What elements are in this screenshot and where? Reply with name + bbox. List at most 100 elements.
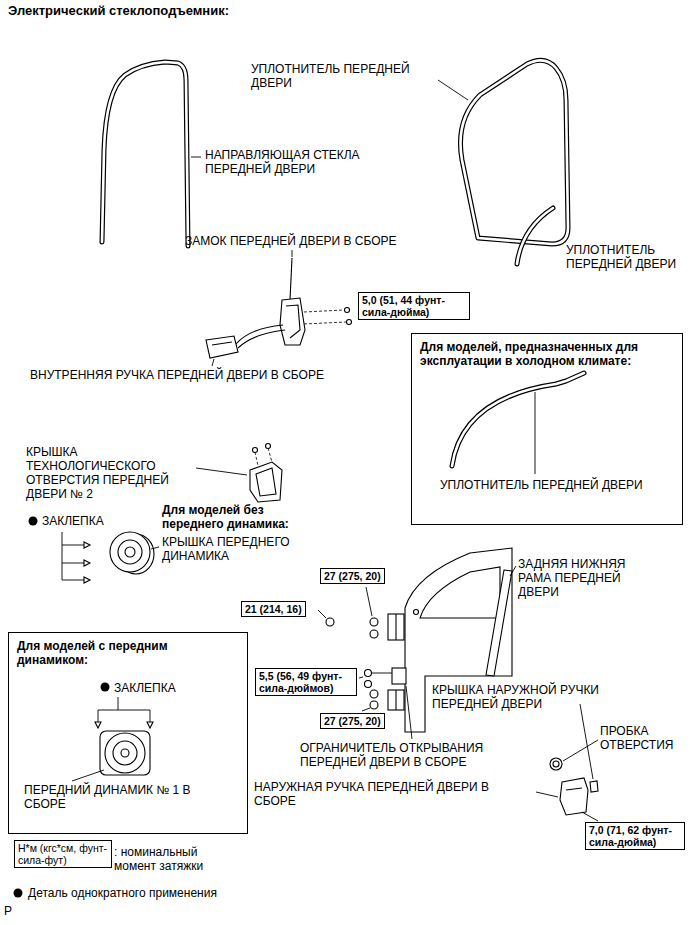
part-label: КРЫШКА ТЕХНОЛОГИЧЕСКОГО ОТВЕРСТИЯ ПЕРЕДН…	[26, 445, 194, 501]
outside-handle-part	[582, 812, 598, 821]
label-wrap: ЗАДНЯЯ НИЖНЯЯ РАМА ПЕРЕДНЕЙ ДВЕРИ	[518, 557, 658, 599]
label-wrap: УПЛОТНИТЕЛЬ ПЕРЕДНЕЙ ДВЕРИ	[251, 62, 446, 90]
part-label: НАРУЖНАЯ РУЧКА ПЕРЕДНЕЙ ДВЕРИ В СБОРЕ	[254, 780, 534, 808]
door-weatherstrip-part	[460, 60, 568, 244]
part-label: ВНУТРЕННЯЯ РУЧКА ПЕРЕДНЕЙ ДВЕРИ В СБОРЕ	[30, 368, 330, 382]
inside-handle	[206, 336, 238, 366]
front-speaker-part	[100, 731, 150, 775]
hinges-and-bolts-part	[370, 701, 378, 709]
outside-handle-part	[550, 758, 562, 770]
service-hole-cover-part	[196, 468, 247, 475]
speaker-cover-part	[62, 580, 84, 581]
service-hole-cover-part	[266, 444, 271, 449]
label-wrap: КРЫШКА НАРУЖНОЙ РУЧКИ ПЕРЕДНЕЙ ДВЕРИ	[432, 683, 637, 711]
front-speaker-part	[150, 710, 151, 722]
torque-box: Н*м (кгс*см, фунт-сила-фут)	[14, 840, 112, 868]
figure-code: P	[4, 904, 24, 918]
legend-row: Деталь однократного применения	[10, 886, 310, 900]
rivet-bullets-part	[101, 683, 110, 692]
hinges-and-bolts-part	[370, 690, 378, 698]
label-wrap: НАПРАВЛЯЮЩАЯ СТЕКЛА ПЕРЕДНЕЙ ДВЕРИ	[205, 148, 395, 176]
hinges-and-bolts-part	[388, 690, 404, 710]
title-wrap: Электрический стеклоподъемник:	[8, 4, 408, 18]
service-hole-cover	[196, 444, 282, 503]
hinges-and-bolts-part	[395, 690, 396, 710]
service-hole-cover-part	[268, 448, 272, 462]
front-speaker	[72, 697, 153, 781]
part-label: КРЫШКА НАРУЖНОЙ РУЧКИ ПЕРЕДНЕЙ ДВЕРИ	[432, 683, 637, 711]
part-label: НАПРАВЛЯЮЩАЯ СТЕКЛА ПЕРЕДНЕЙ ДВЕРИ	[205, 148, 395, 176]
torque-box: 27 (275, 20)	[320, 713, 385, 729]
label-wrap: КРЫШКА ПЕРЕДНЕГО ДИНАМИКА	[162, 535, 307, 563]
part-label: ПЕРЕДНИЙ ДИНАМИК № 1 В СБОРЕ	[24, 783, 214, 811]
front-door-panel-part	[420, 567, 500, 618]
panel-heading: Для моделей с передним динамиком:	[17, 639, 217, 667]
hinges-and-bolts-part	[370, 630, 378, 638]
label-wrap: УПЛОТНИТЕЛЬ ПЕРЕДНЕЙ ДВЕРИ	[566, 243, 684, 271]
torque-value: 27 (275, 20)	[324, 715, 381, 727]
unit-text: Н*м (кгс*см, фунт-сила-фут)	[18, 842, 108, 866]
hinges-and-bolts-part	[406, 686, 412, 739]
door-lock-assembly-part	[345, 308, 350, 313]
front-door-panel-part	[414, 610, 419, 615]
hinges-and-bolts-part	[365, 670, 372, 677]
hinges-and-bolts-part	[362, 708, 370, 711]
part-label: ЗАКЛЕПКА	[114, 681, 234, 695]
part-label: ОГРАНИЧИТЕЛЬ ОТКРЫВАНИЯ ПЕРЕДНЕЙ ДВЕРИ В…	[300, 741, 550, 769]
torque-box: 5,0 (51, 44 фунт-сила-дюйма)	[358, 292, 470, 320]
speaker-cover-part	[110, 532, 150, 572]
service-hole-cover-part	[250, 462, 282, 502]
hinges-and-bolts	[318, 587, 412, 739]
outside-handle-part	[563, 740, 598, 761]
label-wrap: : номинальный момент затяжки	[114, 845, 239, 873]
torque-box: 21 (214, 16)	[241, 601, 306, 617]
cold-climate-weatherstrip	[452, 373, 584, 474]
outside-handle-part	[590, 781, 598, 792]
torque-value: 27 (275, 20)	[324, 570, 381, 582]
door-lock-assembly-part	[290, 258, 292, 300]
hinges-and-bolts-part	[395, 614, 396, 640]
torque-box: 27 (275, 20)	[320, 568, 385, 584]
outside-handle-part	[560, 778, 588, 815]
part-label: ПРОБКА ОТВЕРСТИЯ	[600, 724, 686, 752]
inside-handle-part	[212, 342, 232, 345]
front-speaker-part	[121, 749, 129, 757]
hinges-and-bolts-part	[318, 610, 326, 618]
label-wrap: Для моделей без переднего динамика:	[162, 503, 307, 531]
speaker-cover-part	[62, 545, 84, 546]
service-hole-cover-part	[256, 468, 276, 496]
inside-handle-part	[212, 359, 214, 366]
door-lock-assembly-part	[286, 305, 300, 338]
panel-text-wrap: ПЕРЕДНИЙ ДИНАМИК № 1 В СБОРЕ	[24, 783, 214, 811]
torque-box: 7,0 (71, 62 фунт-сила-дюйма)	[585, 822, 685, 850]
inside-handle-part	[206, 336, 238, 358]
service-hole-cover-part	[255, 452, 258, 466]
part-label: Для моделей без переднего динамика:	[162, 503, 307, 531]
legend-text: Деталь однократного применения	[28, 886, 310, 900]
part-label: УПЛОТНИТЕЛЬ ПЕРЕДНЕЙ ДВЕРИ	[251, 62, 446, 90]
hinges-and-bolts-part	[372, 673, 392, 674]
part-label: ЗАМОК ПЕРЕДНЕЙ ДВЕРИ В СБОРЕ	[185, 234, 445, 248]
outside-handle	[536, 704, 598, 821]
door-lock-assembly-part	[236, 325, 283, 344]
part-label: КРЫШКА ПЕРЕДНЕГО ДИНАМИКА	[162, 535, 307, 563]
door-weatherstrip	[438, 60, 568, 244]
outside-handle-part	[553, 761, 559, 767]
front-speaker-part	[95, 722, 101, 728]
hinges-and-bolts-part	[370, 618, 378, 626]
torque-value: 7,0 (71, 62 фунт-сила-дюйма)	[589, 824, 681, 848]
panel-text-wrap: Для моделей, предназначенных для эксплуа…	[420, 340, 675, 368]
door-lock-assembly-part	[304, 310, 344, 312]
speaker-cover-part	[125, 547, 135, 557]
hinges-and-bolts-part	[326, 618, 334, 626]
glass-run-part	[191, 157, 201, 158]
door-lock-assembly-part	[292, 250, 293, 257]
torque-value: 5,0 (51, 44 фунт-сила-дюйма)	[362, 294, 466, 318]
hinges-and-bolts-part	[359, 677, 363, 678]
speaker-cover-part	[84, 560, 90, 566]
door-lock-assembly-part	[280, 298, 305, 345]
panel-text-wrap: Для моделей с передним динамиком:	[17, 639, 217, 667]
door-lock-assembly	[236, 250, 352, 348]
speaker-cover-part	[118, 540, 142, 564]
